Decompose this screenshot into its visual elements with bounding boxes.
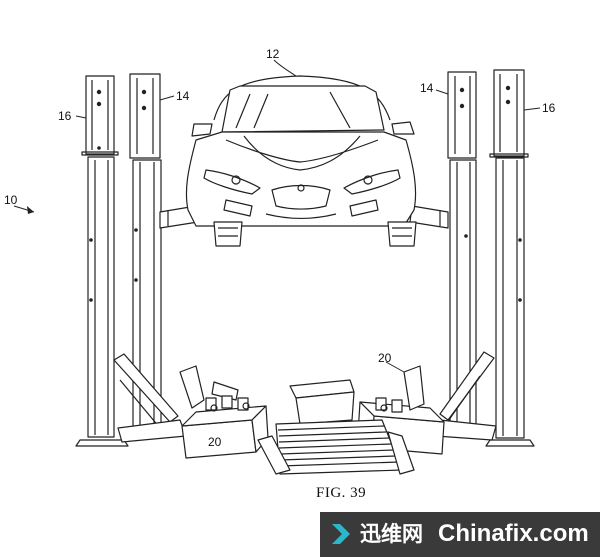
ref-inner-post-right: 14 xyxy=(420,81,434,95)
ref-vehicle: 12 xyxy=(266,47,280,61)
watermark-english-text: Chinafix.com xyxy=(438,520,589,547)
ref-inner-post-left: 14 xyxy=(176,89,190,103)
leader-lines xyxy=(13,59,541,373)
right-base-structure xyxy=(435,351,497,441)
outer-post-right xyxy=(485,69,535,447)
ref-battery-unit-left: 20 xyxy=(208,435,222,449)
leader-arrow xyxy=(27,206,34,214)
figure-caption: FIG. 39 xyxy=(316,485,366,501)
ref-assembly: 10 xyxy=(4,193,18,207)
outer-post-left xyxy=(75,75,129,447)
watermark-banner: 迅维网 Chinafix.com xyxy=(320,512,600,557)
chevron-logo-icon xyxy=(332,524,350,544)
vehicle xyxy=(185,75,417,247)
battery-tray xyxy=(257,419,415,475)
watermark-chinese-text: 迅维网 xyxy=(360,522,423,546)
battery-unit-left xyxy=(179,365,269,459)
ref-battery-unit-right: 20 xyxy=(378,351,392,365)
left-base-structure xyxy=(113,353,187,443)
ref-outer-post-right: 16 xyxy=(542,101,556,115)
ref-outer-post-left: 16 xyxy=(58,109,72,123)
